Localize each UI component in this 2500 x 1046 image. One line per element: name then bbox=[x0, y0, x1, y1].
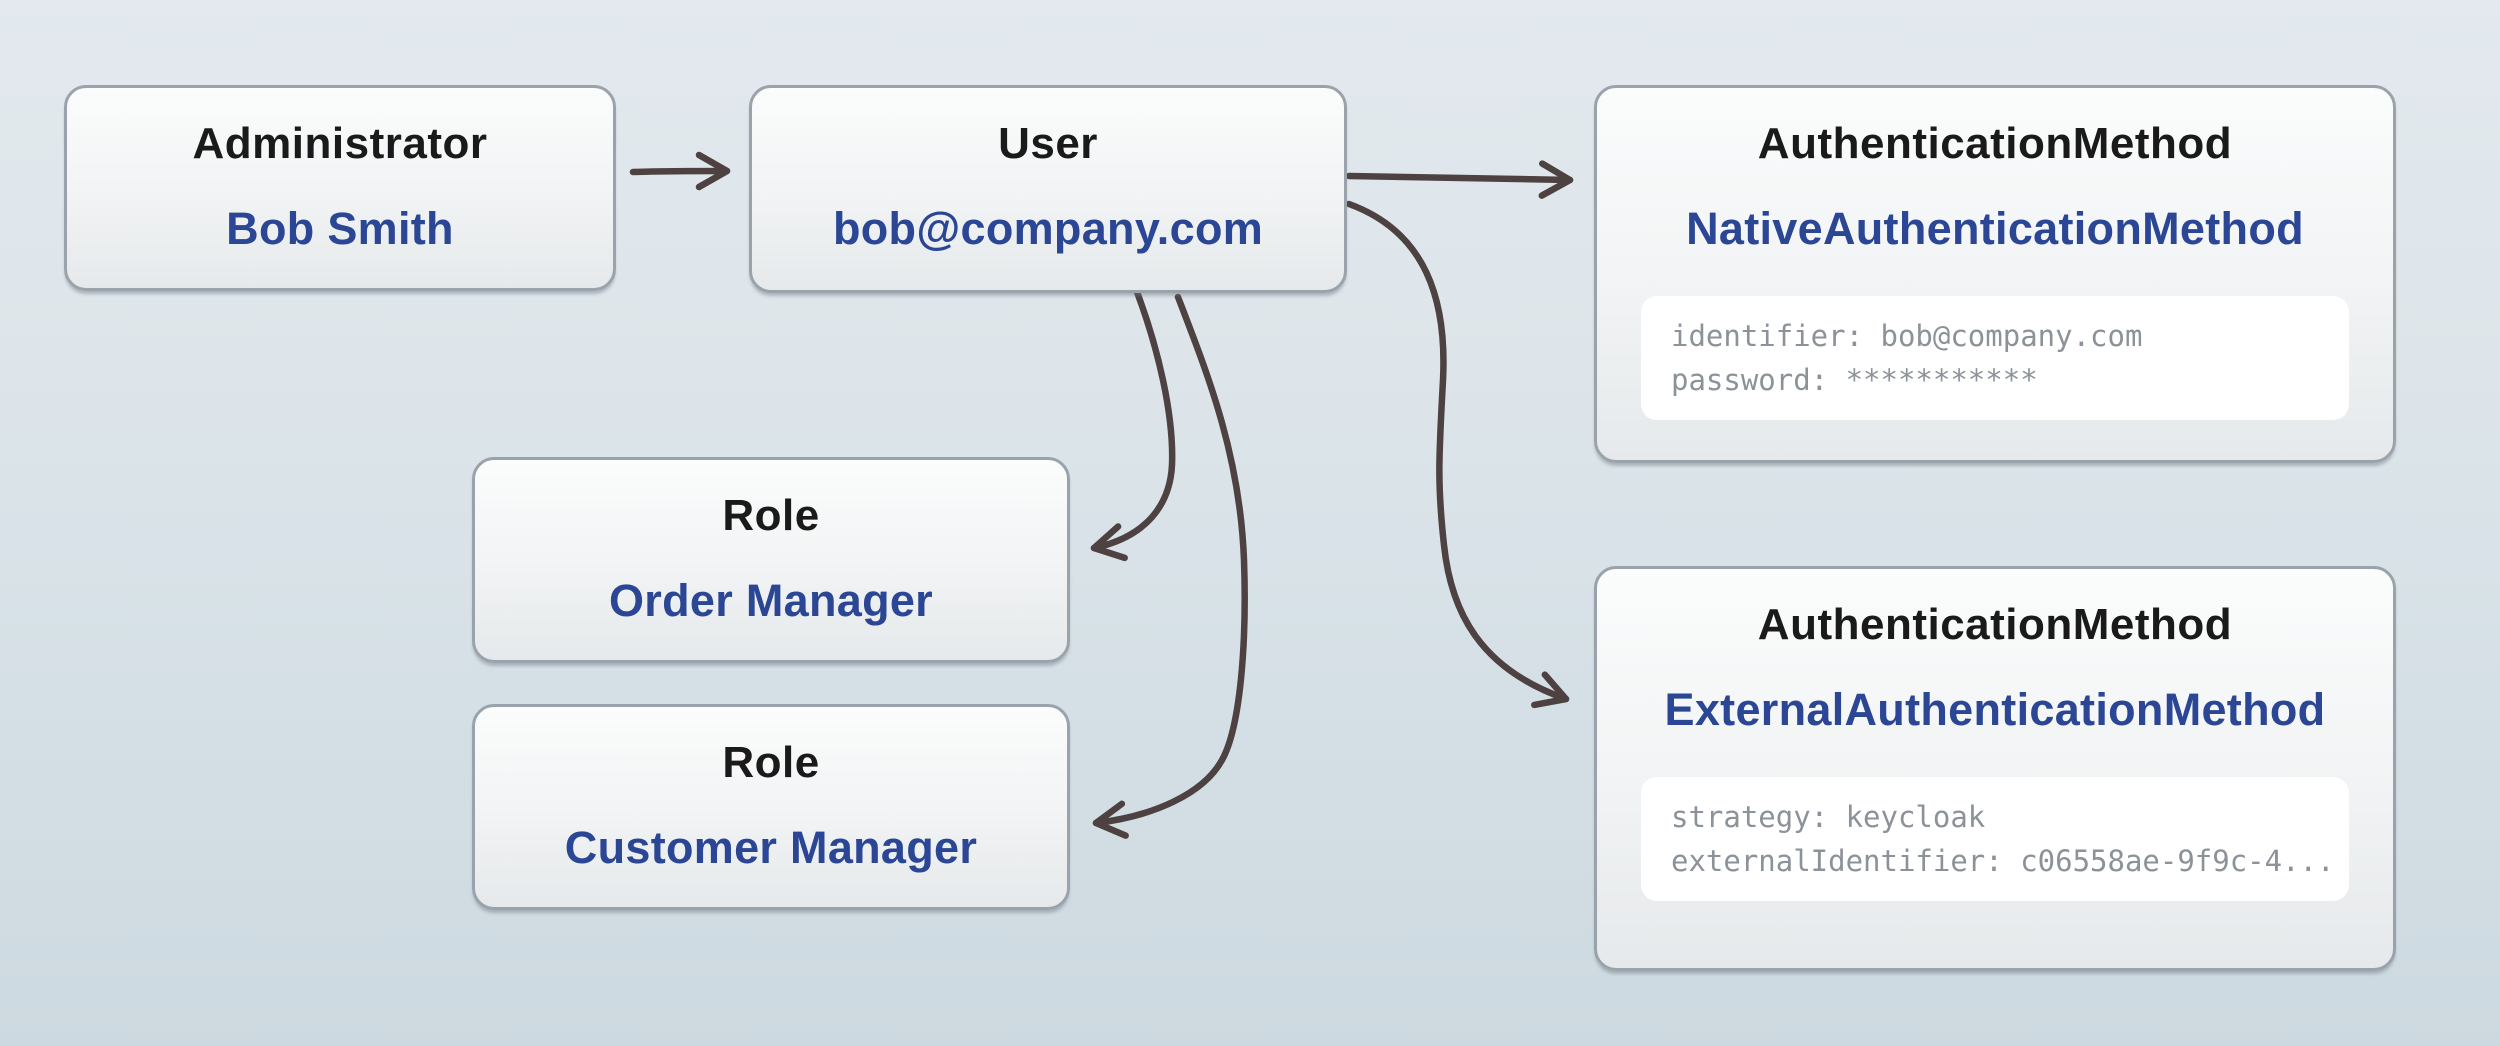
edge-administrator-to-user bbox=[629, 151, 731, 191]
edge-user-to-role-customer-manager bbox=[1092, 293, 1248, 839]
node-value-label: NativeAuthenticationMethod bbox=[1686, 203, 2304, 254]
node-properties-box: strategy: keycloak externalIdentifier: c… bbox=[1641, 777, 2349, 901]
node-type-label: AuthenticationMethod bbox=[1757, 600, 2233, 649]
edge-user-to-role-order-manager bbox=[1090, 288, 1176, 562]
node-type-label: Role bbox=[722, 738, 820, 787]
node-value-label: bob@company.com bbox=[832, 203, 1264, 254]
node-properties-box: identifier: bob@company.com password: **… bbox=[1641, 296, 2349, 420]
node-value-label: ExternalAuthenticationMethod bbox=[1664, 684, 2326, 735]
property-strategy: strategy: keycloak bbox=[1671, 800, 1986, 834]
node-type-label: AuthenticationMethod bbox=[1757, 119, 2233, 168]
node-type-label: User bbox=[998, 119, 1098, 168]
node-value-label: Bob Smith bbox=[226, 203, 454, 254]
node-type-label: Administrator bbox=[192, 119, 488, 168]
node-role-order-manager: Role Order Manager bbox=[472, 457, 1070, 663]
node-type-label: Role bbox=[722, 491, 820, 540]
node-value-label: Order Manager bbox=[609, 575, 933, 626]
property-identifier: identifier: bob@company.com bbox=[1671, 319, 2143, 353]
property-external-identifier: externalIdentifier: c06558ae-9f9c-4... bbox=[1671, 844, 2335, 878]
node-value-label: Customer Manager bbox=[564, 822, 978, 873]
node-user: User bob@company.com bbox=[749, 85, 1347, 293]
node-administrator: Administrator Bob Smith bbox=[64, 85, 616, 291]
edge-user-to-external-authentication-method bbox=[1345, 200, 1570, 709]
property-password: password: *********** bbox=[1671, 363, 2038, 397]
node-native-authentication-method: AuthenticationMethod NativeAuthenticatio… bbox=[1594, 85, 2396, 463]
edge-user-to-native-authentication-method bbox=[1345, 160, 1574, 199]
node-role-customer-manager: Role Customer Manager bbox=[472, 704, 1070, 910]
node-external-authentication-method: AuthenticationMethod ExternalAuthenticat… bbox=[1594, 566, 2396, 971]
